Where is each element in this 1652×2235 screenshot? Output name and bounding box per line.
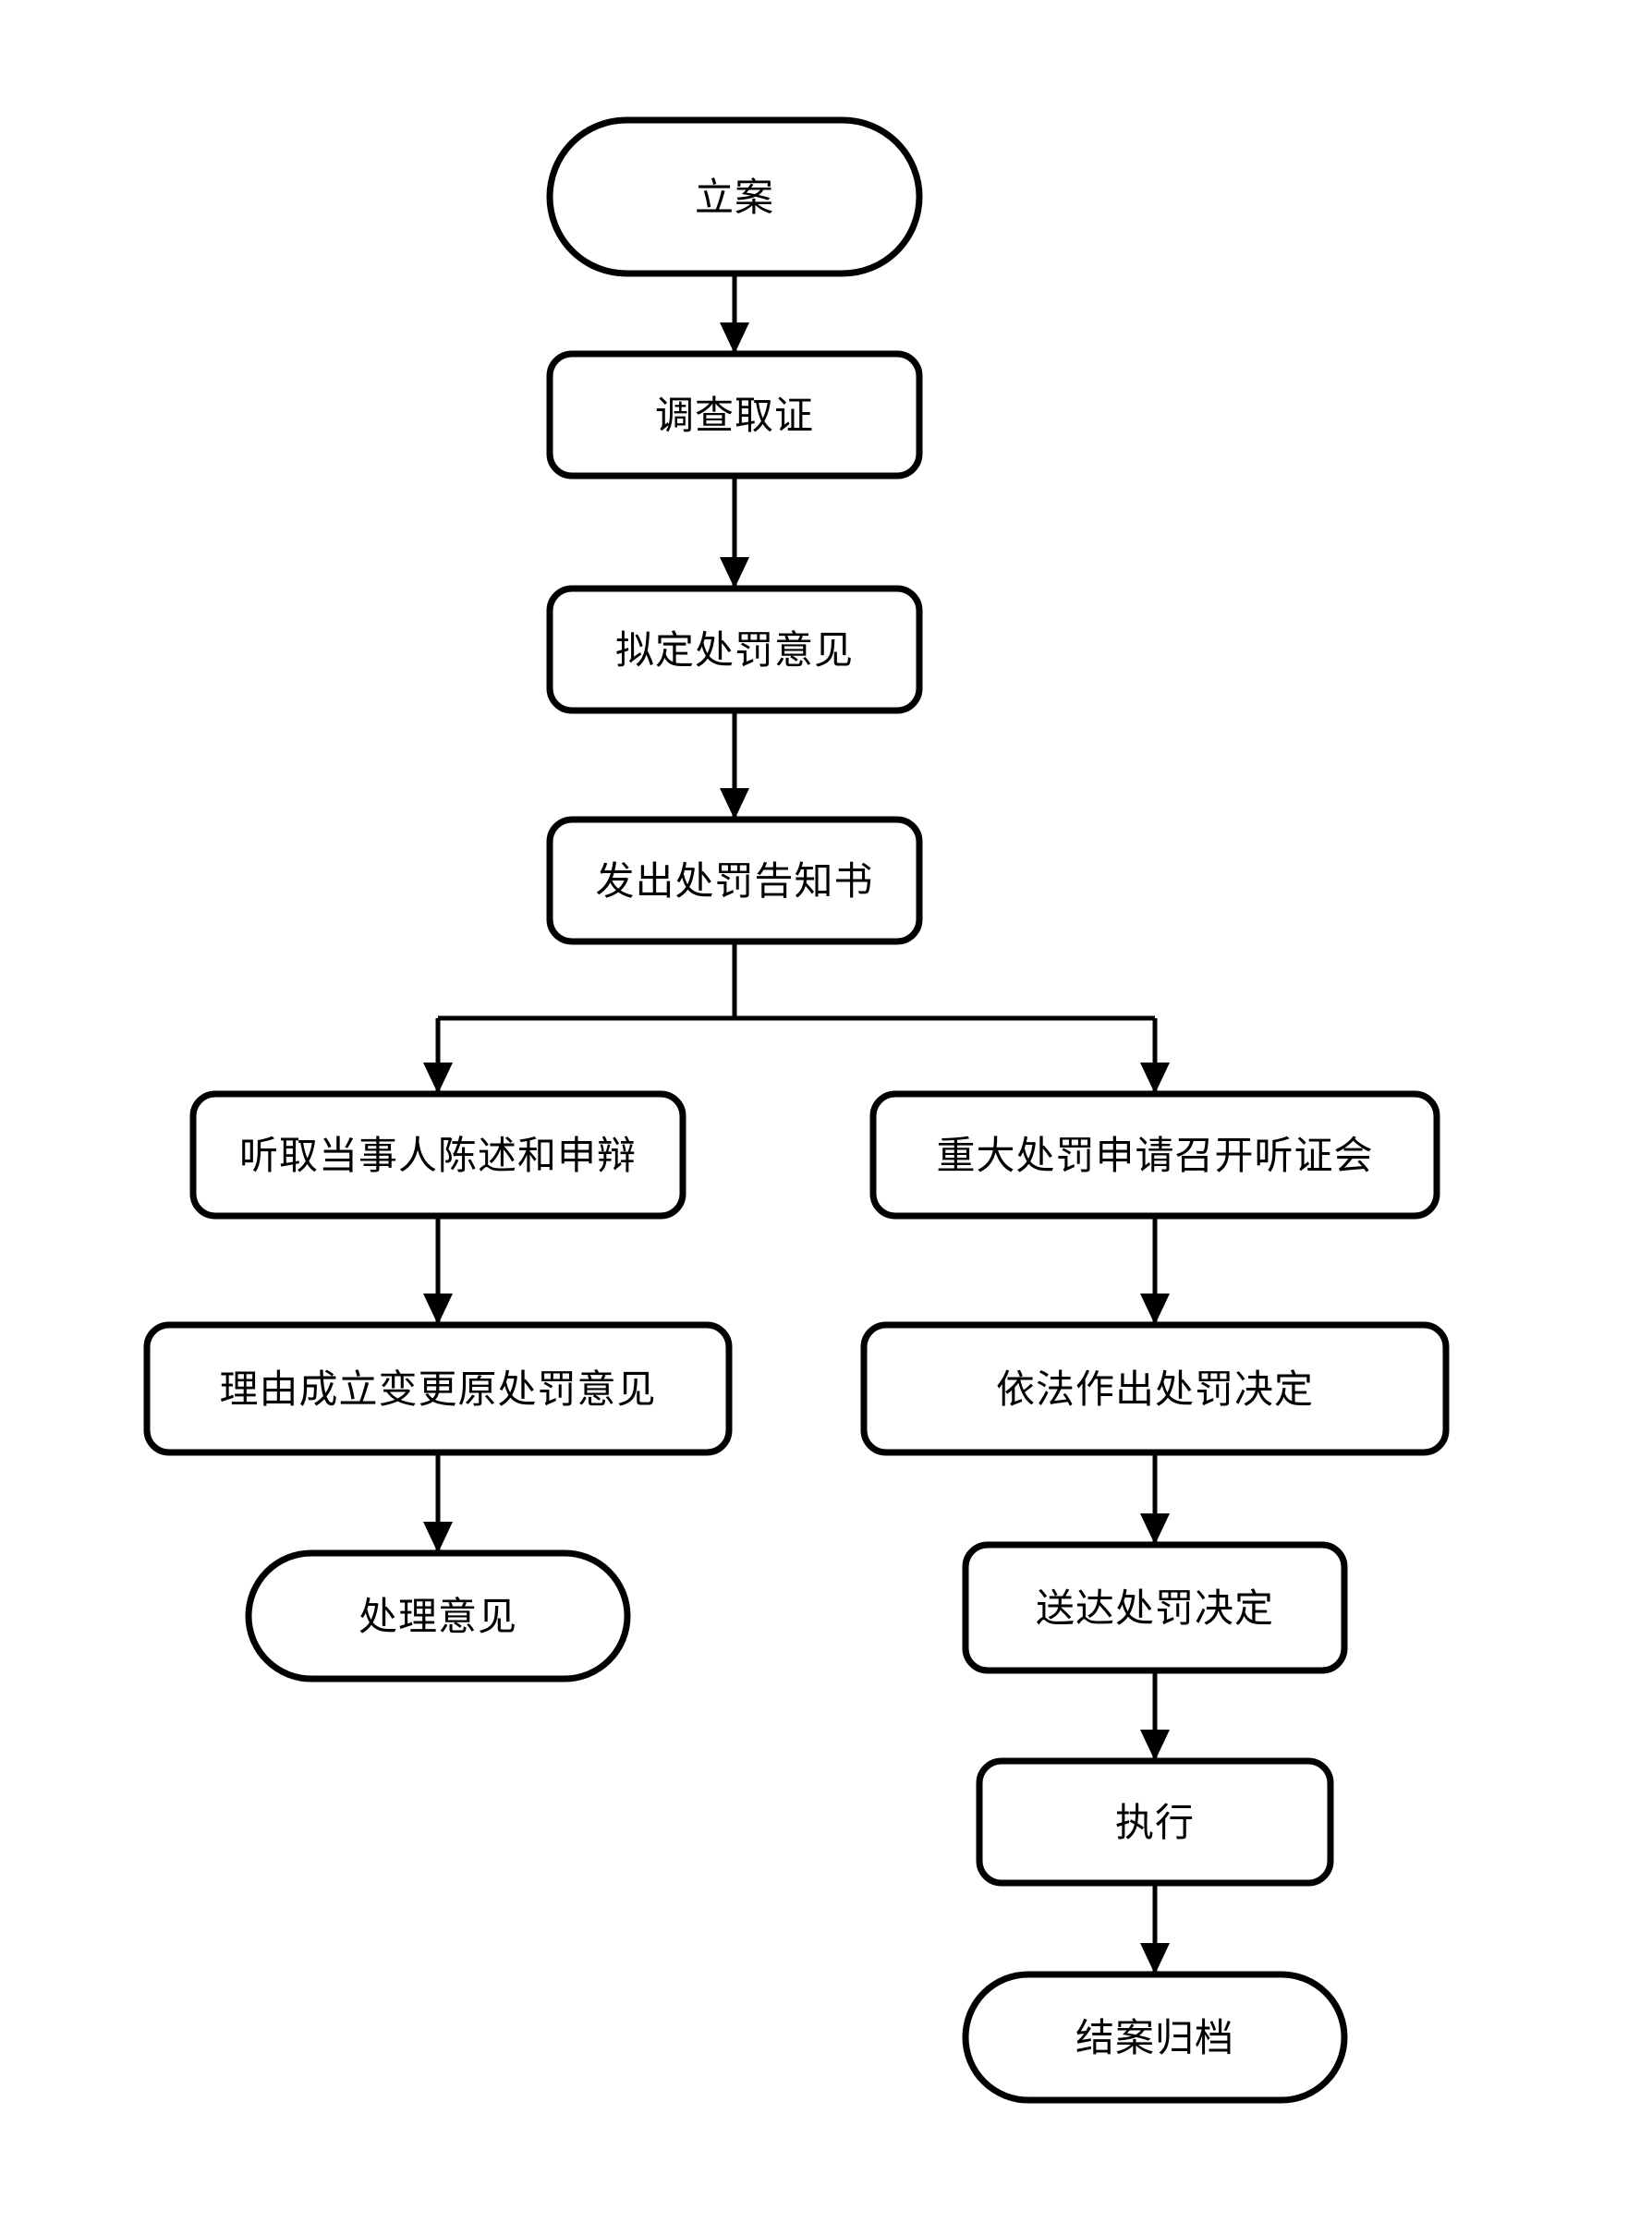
flow-edge-n4-to-n6	[732, 941, 1170, 1094]
flow-node-n11[interactable]: 执行	[976, 1757, 1334, 1887]
node-label: 处理意见	[358, 1596, 517, 1639]
flow-edge-n3-to-n4	[720, 711, 749, 820]
flow-edge-n10-to-n11	[1140, 1670, 1170, 1761]
edges-layer	[423, 273, 1170, 1974]
node-label: 依法作出处罚决定	[996, 1368, 1314, 1412]
terminator-shape	[245, 1549, 631, 1682]
terminator-shape	[962, 1971, 1348, 2104]
flow-node-n6[interactable]: 重大处罚申请召开听证会	[869, 1090, 1440, 1220]
flow-node-n5[interactable]: 听取当事人陈述和申辩	[189, 1090, 686, 1220]
process-shape	[962, 1541, 1348, 1674]
flow-node-n12[interactable]: 结案归档	[962, 1971, 1348, 2104]
flow-edge-n11-to-n12	[1140, 1883, 1170, 1974]
node-label: 结案归档	[1075, 2017, 1234, 2060]
flow-edge-n7-to-n9	[423, 1452, 453, 1553]
terminator-shape	[546, 116, 923, 277]
process-shape	[143, 1321, 733, 1456]
node-label: 拟定处罚意见	[615, 629, 854, 673]
process-shape	[976, 1757, 1334, 1887]
flow-node-n10[interactable]: 送达处罚决定	[962, 1541, 1348, 1674]
node-label: 听取当事人陈述和申辩	[239, 1135, 637, 1178]
flow-edge-n6-to-n8	[1140, 1216, 1170, 1325]
flow-node-n4[interactable]: 发出处罚告知书	[546, 816, 923, 945]
node-label: 理由成立变更原处罚意见	[219, 1368, 656, 1412]
process-shape	[546, 816, 923, 945]
node-label: 送达处罚决定	[1036, 1587, 1274, 1631]
flow-edge-n2-to-n3	[720, 476, 749, 589]
flow-node-n9[interactable]: 处理意见	[245, 1549, 631, 1682]
flow-node-n7[interactable]: 理由成立变更原处罚意见	[143, 1321, 733, 1456]
node-label: 立案	[695, 176, 774, 220]
node-label: 调查取证	[655, 395, 814, 438]
flow-node-n2[interactable]: 调查取证	[546, 350, 923, 480]
process-shape	[869, 1090, 1440, 1220]
flow-edge-n1-to-n2	[720, 273, 749, 354]
node-label: 重大处罚申请召开听证会	[936, 1136, 1373, 1178]
flow-node-n8[interactable]: 依法作出处罚决定	[860, 1321, 1450, 1456]
flow-edge-n8-to-n10	[1140, 1452, 1170, 1545]
node-label: 执行	[1115, 1803, 1195, 1845]
flow-edge-n4-to-n5	[423, 941, 737, 1094]
flow-node-n3[interactable]: 拟定处罚意见	[546, 585, 923, 714]
process-shape	[546, 350, 923, 480]
process-shape	[860, 1321, 1450, 1456]
node-label: 发出处罚告知书	[595, 861, 873, 904]
flow-node-n1[interactable]: 立案	[546, 116, 923, 277]
flow-edge-n5-to-n7	[423, 1216, 453, 1325]
process-shape	[189, 1090, 686, 1220]
process-shape	[546, 585, 923, 714]
